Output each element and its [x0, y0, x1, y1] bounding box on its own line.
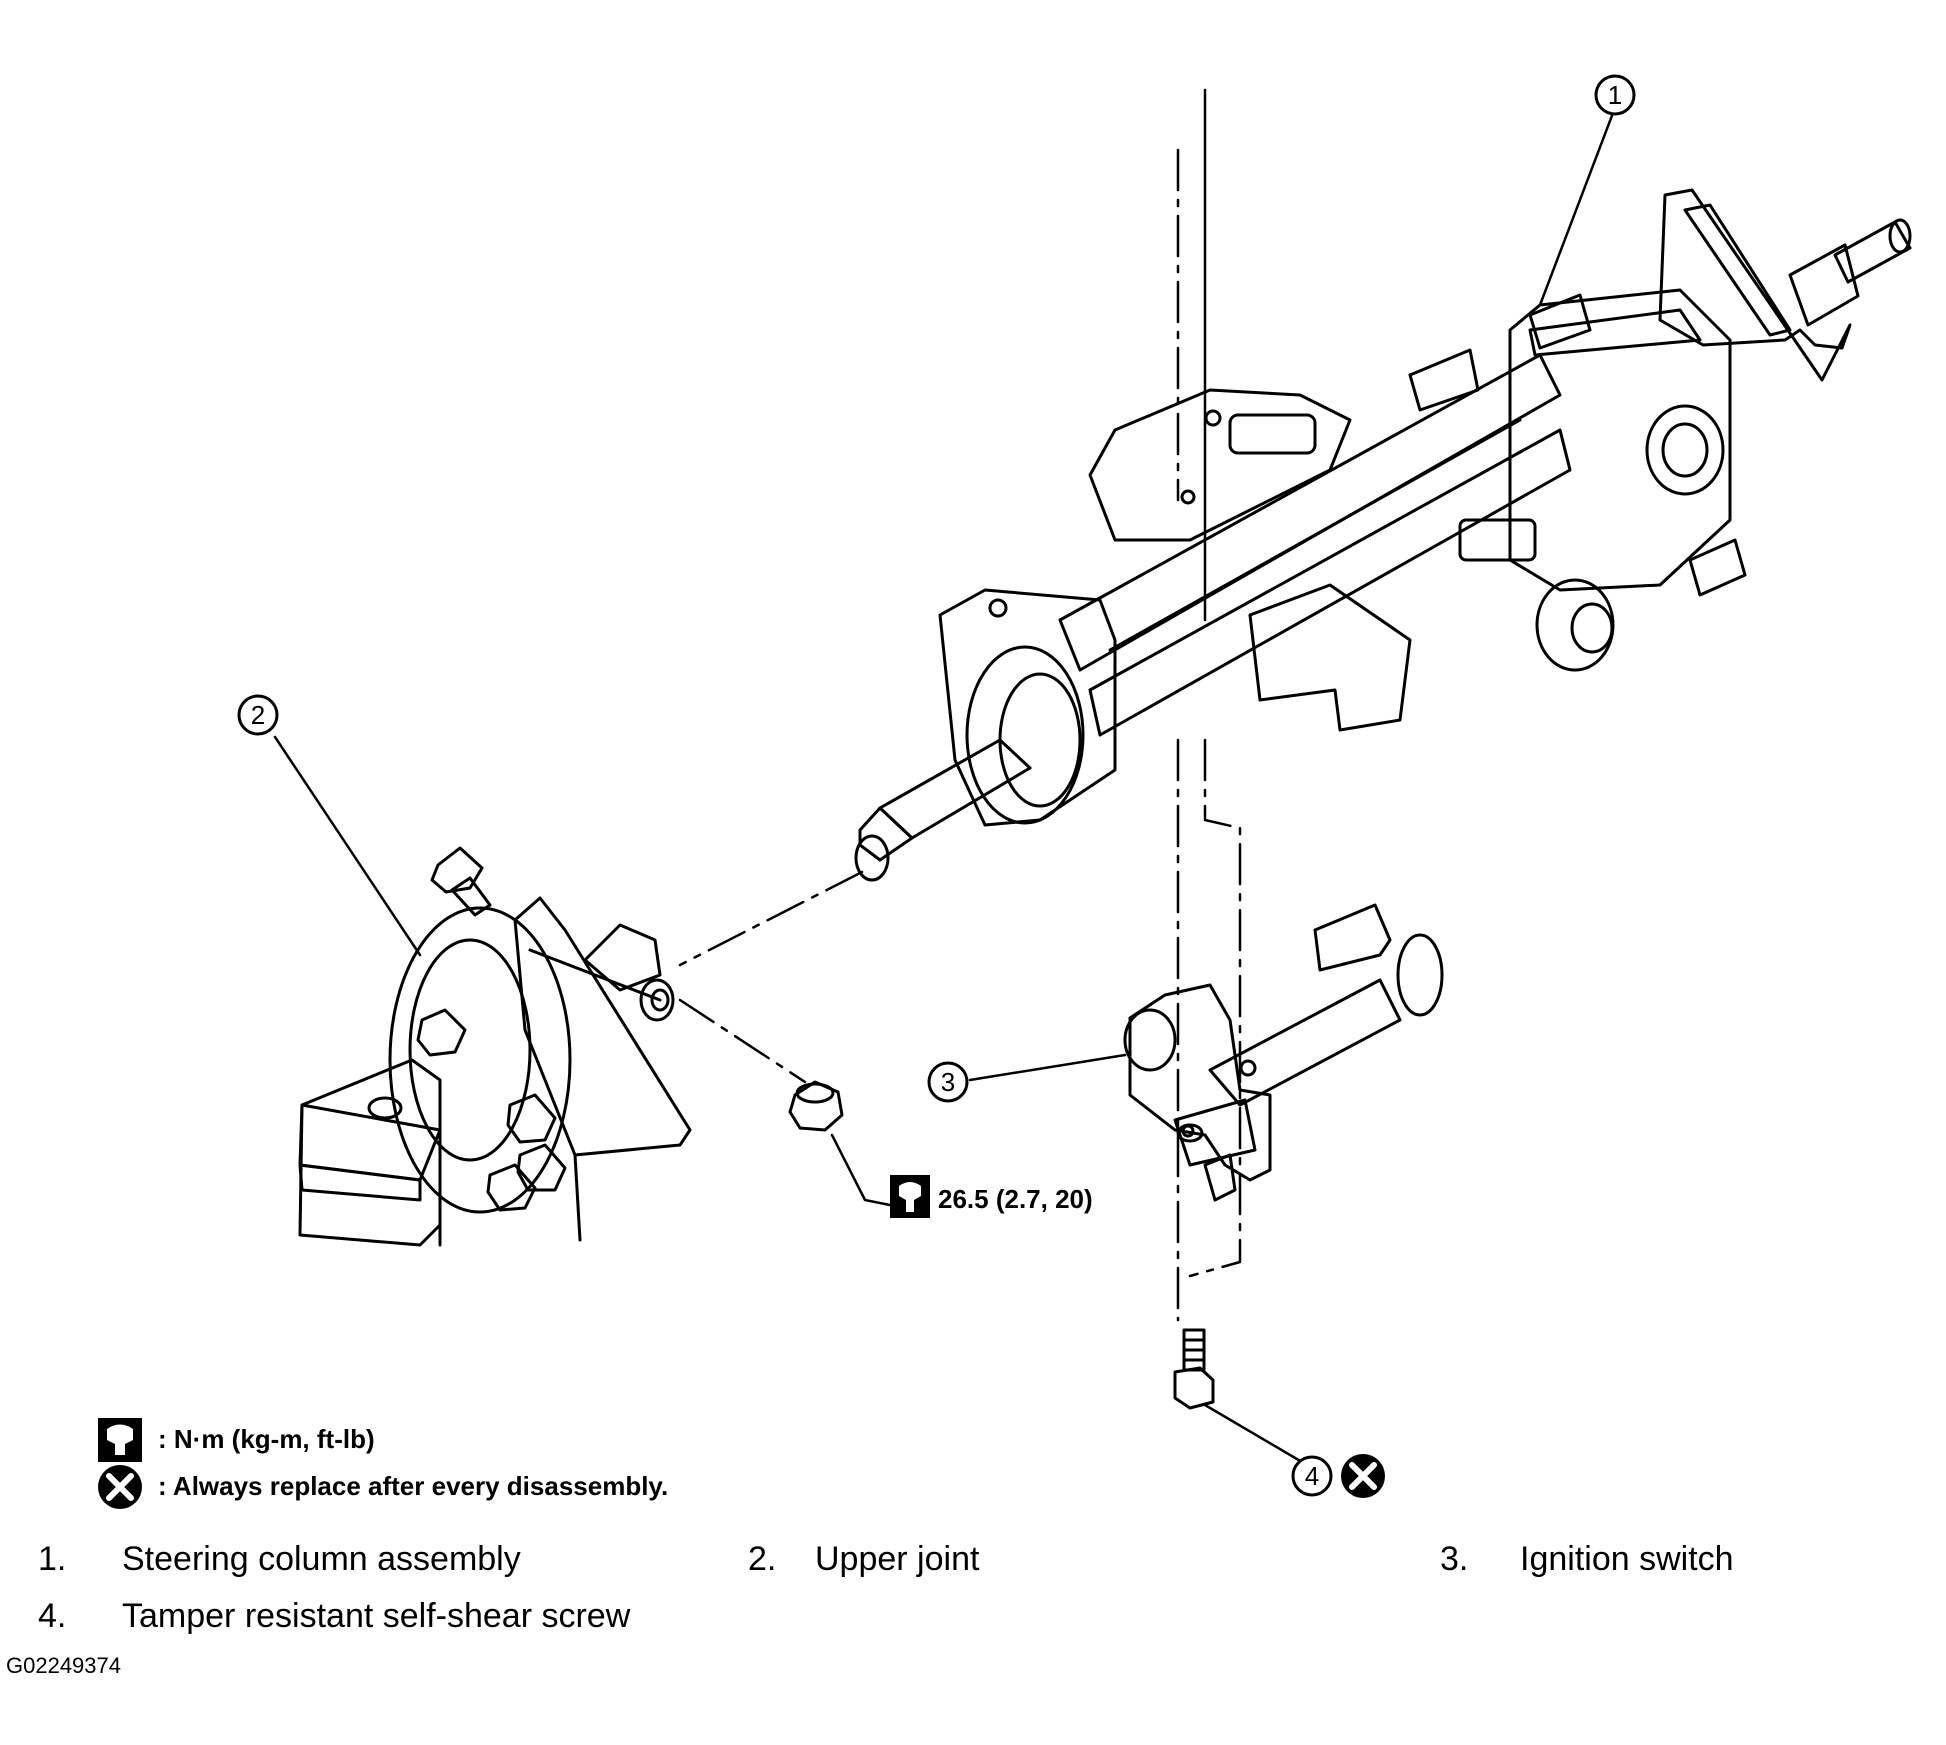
- parts-list-row-2: 4. Tamper resistant self-shear screw: [0, 1597, 1946, 1641]
- legend-replace-text: : Always replace after every disassembly…: [158, 1471, 669, 1501]
- callout-2-number: 2: [251, 700, 265, 730]
- part-2-label: Upper joint: [815, 1540, 980, 1578]
- part-3-number: 3.: [1440, 1540, 1469, 1578]
- callout-3-number: 3: [941, 1067, 955, 1097]
- figure-id: G02249374: [6, 1653, 121, 1678]
- callout-3: 3: [927, 1061, 969, 1103]
- torque-spec: 26.5 (2.7, 20): [938, 1184, 1093, 1214]
- legend-replace-icon: [98, 1465, 142, 1509]
- parts-list-row-1: 1. Steering column assembly 2. Upper joi…: [0, 1540, 1946, 1584]
- upper-joint: [298, 846, 692, 1247]
- legend-torque-icon: [98, 1418, 142, 1462]
- part-4-label: Tamper resistant self-shear screw: [122, 1597, 631, 1635]
- torque-wrench-icon: [890, 1175, 930, 1218]
- part-4-number: 4.: [38, 1597, 67, 1635]
- callout-1: 1: [1594, 74, 1636, 116]
- legend-torque-text: : N·m (kg-m, ft-lb): [158, 1424, 375, 1454]
- ignition-switch: [1123, 903, 1444, 1202]
- steering-column-assembly: [854, 188, 1912, 882]
- callout-4: 4: [1291, 1455, 1333, 1497]
- leader-lines: [273, 111, 1615, 1464]
- part-2-number: 2.: [748, 1540, 777, 1578]
- x-circle-icon: [1341, 1454, 1385, 1498]
- callout-4-number: 4: [1305, 1461, 1319, 1491]
- centerline-shaft: [678, 870, 864, 1084]
- callout-1-number: 1: [1608, 80, 1622, 110]
- joint-nut: [788, 1080, 844, 1132]
- callout-2: 2: [237, 694, 279, 736]
- part-1-number: 1.: [38, 1540, 67, 1578]
- part-3-label: Ignition switch: [1520, 1540, 1734, 1578]
- self-shear-screw: [1173, 1328, 1215, 1410]
- part-1-label: Steering column assembly: [122, 1540, 521, 1578]
